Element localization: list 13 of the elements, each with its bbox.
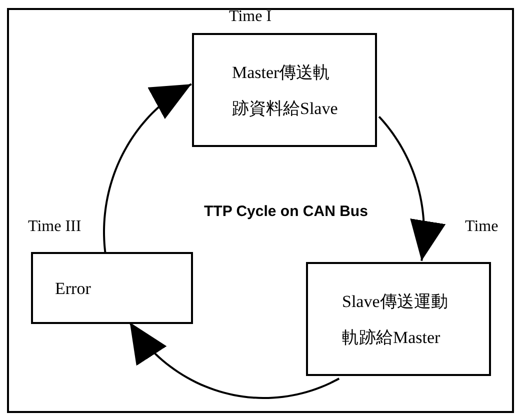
box-text: Slave傳送運動軌跡給Master — [342, 291, 449, 349]
time-label: Time I — [229, 8, 272, 26]
time-label: Time — [465, 218, 498, 236]
cycle-arrow — [103, 83, 192, 252]
process-box — [306, 262, 491, 376]
process-box — [31, 252, 193, 324]
diagram-title: TTP Cycle on CAN Bus — [204, 203, 368, 220]
box-text: Error — [55, 278, 92, 300]
box-text: Master傳送軌跡資料給Slave — [232, 62, 339, 120]
process-box — [192, 33, 377, 147]
time-label: Time III — [28, 218, 82, 236]
cycle-arrow — [128, 322, 340, 399]
cycle-arrow — [378, 116, 446, 261]
